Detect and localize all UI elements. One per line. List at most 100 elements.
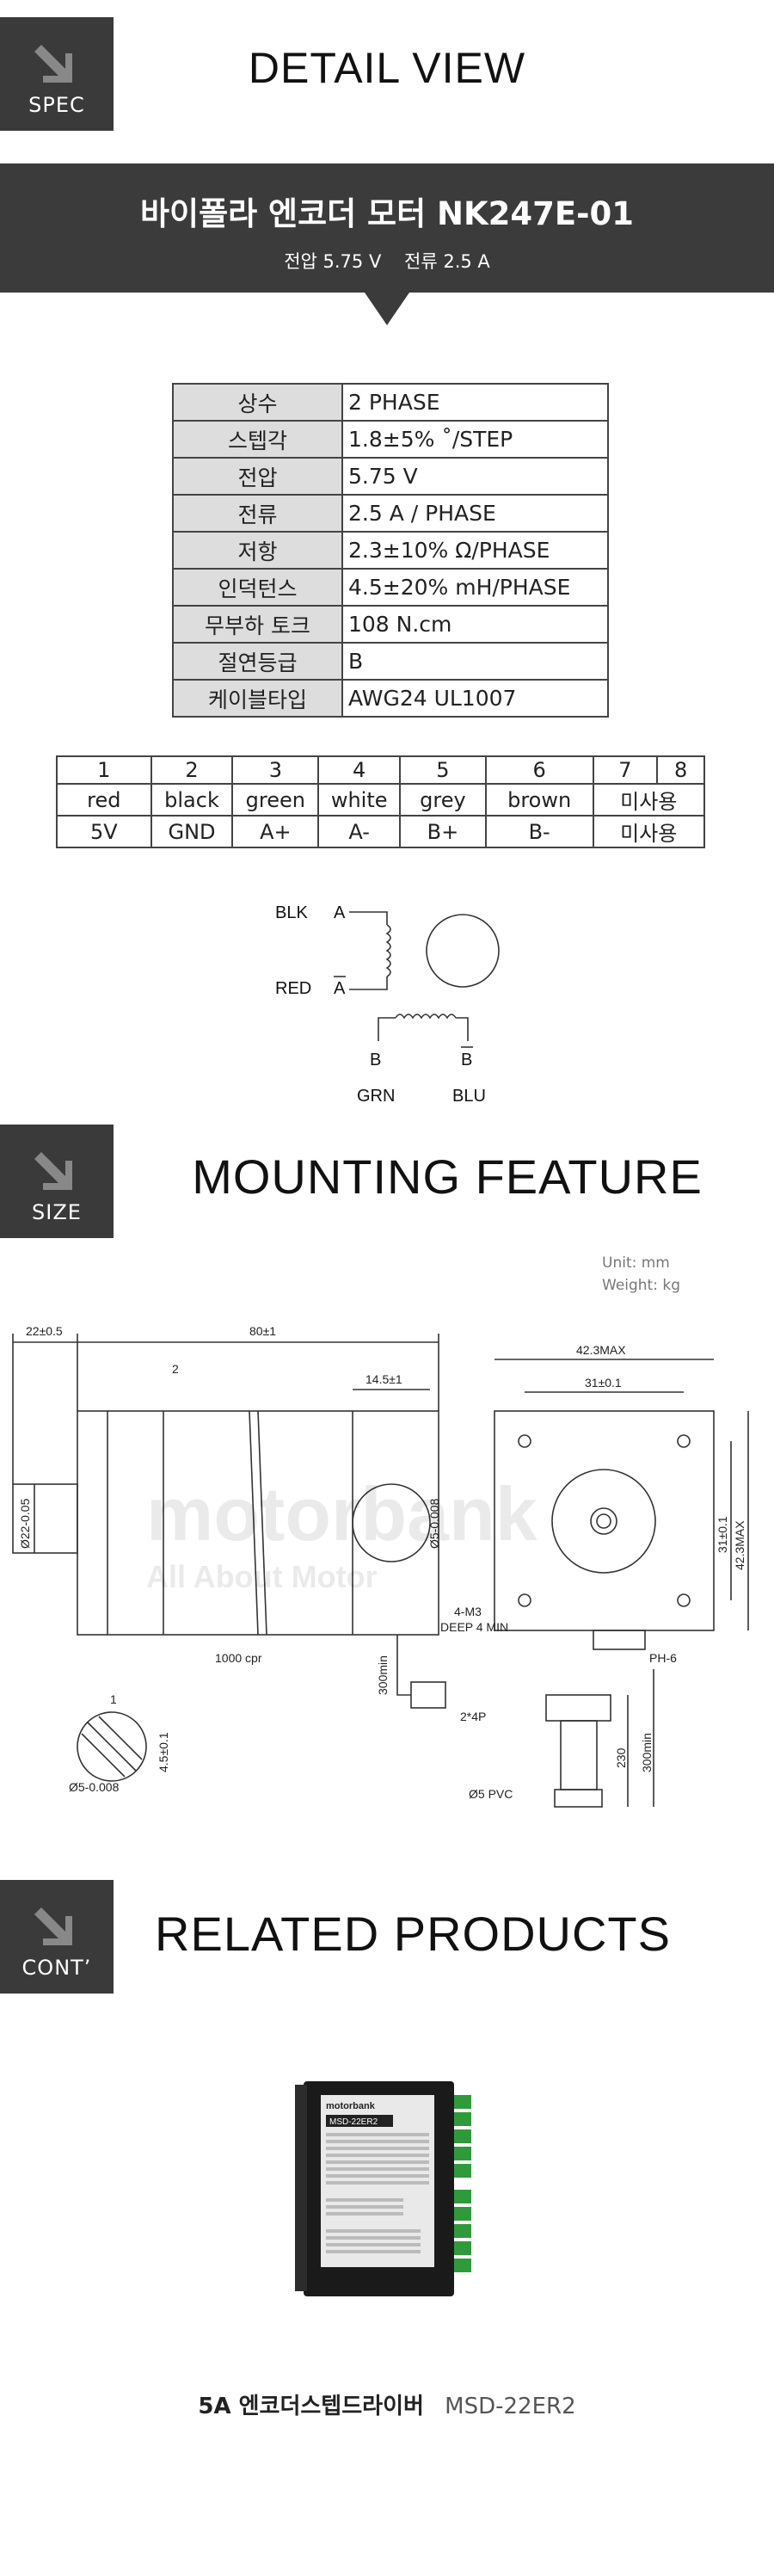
pin-color: red: [56, 783, 152, 817]
product-caption[interactable]: 5A 엔코더스텝드라이버 MSD-22ER2: [0, 2388, 774, 2420]
cable-connector-bottom: [554, 1789, 603, 1808]
cont-badge-label: CONT’: [22, 1956, 92, 1980]
dim-2: 2: [172, 1362, 179, 1376]
spec-key: 인덕턴스: [172, 568, 343, 607]
pin-color: black: [150, 783, 234, 817]
size-badge-label: SIZE: [32, 1200, 82, 1224]
wire-blk-label: BLK: [275, 903, 308, 922]
watermark-logo: motorbank: [146, 1471, 538, 1556]
pin-number: 2: [150, 755, 234, 785]
spec-key: 절연등급: [172, 642, 343, 681]
spec-badge-label: SPEC: [28, 93, 85, 117]
pin-unused: 미사용: [592, 783, 706, 817]
spec-key: 무부하 토크: [172, 605, 343, 644]
cable-connector-top: [545, 1694, 611, 1722]
encoder-cable: [396, 1635, 411, 1696]
pin-table: 1 2 3 4 5 6 7 8 red black green white gr…: [56, 755, 706, 848]
pin-number: 7: [592, 755, 659, 785]
wire-b-label: B: [370, 1051, 381, 1069]
label-deep-4-min: DEEP 4 MIN: [440, 1620, 508, 1634]
wiring-diagram: BLK A RED A B B GRN BLU: [275, 903, 500, 1106]
spec-value: 1.8±5% ˚/STEP: [341, 420, 609, 459]
pin-signal: 5V: [56, 815, 152, 848]
break-line: [249, 1410, 259, 1636]
banner-current: 전류 2.5 A: [404, 251, 490, 272]
product-model[interactable]: MSD-22ER2: [445, 2394, 576, 2419]
spec-key: 상수: [172, 383, 343, 422]
hatch: [98, 1716, 143, 1760]
dim-300min-2: 300min: [640, 1733, 654, 1772]
spec-value: AWG24 UL1007: [341, 679, 609, 718]
wire-abar-line: [349, 977, 388, 990]
dim-phi22: Ø22-0.05: [18, 1498, 32, 1549]
spec-value: 2.3±10% Ω/PHASE: [341, 531, 609, 570]
spec-value: B: [341, 642, 609, 681]
label-4-m3: 4-M3: [454, 1605, 482, 1618]
arrow-down-right-icon: [34, 1152, 72, 1190]
pin-color: brown: [484, 783, 594, 817]
dim-230: 230: [614, 1747, 628, 1768]
dim-80: 80±1: [249, 1324, 276, 1338]
spec-key: 전류: [172, 494, 343, 533]
hatch: [81, 1733, 126, 1778]
table-row: 1 2 3 4 5 6 7 8: [56, 755, 705, 785]
wire-red-label: RED: [275, 979, 311, 998]
encoder-disk: [352, 1483, 431, 1562]
spec-key: 전압: [172, 457, 343, 496]
product-name[interactable]: 5A 엔코더스텝드라이버: [198, 2394, 424, 2419]
wire-abar-label: A: [334, 979, 346, 998]
hatch: [87, 1722, 137, 1772]
driver-spec-grid: [326, 2133, 429, 2253]
weight-label: Weight: kg: [602, 1277, 680, 1294]
dim-31-v: 31±0.1: [716, 1516, 729, 1553]
wire-grn-label: GRN: [357, 1087, 395, 1106]
driver-model: MSD-22ER2: [329, 2117, 378, 2127]
label-phi5-pvc: Ø5 PVC: [469, 1787, 513, 1801]
cable-bundle: [560, 1720, 598, 1790]
spec-value: 108 N.cm: [341, 605, 609, 644]
pin-signal: A-: [317, 815, 402, 848]
wire-bbar-line: [456, 1017, 469, 1041]
pin-number: 6: [484, 755, 594, 785]
break-line: [257, 1410, 267, 1636]
pin-number: 1: [56, 755, 152, 785]
spec-badge: SPEC: [0, 17, 114, 131]
pin-number: 8: [656, 755, 705, 785]
front-boss: [551, 1469, 656, 1574]
spec-key: 저항: [172, 531, 343, 570]
wire-a-label: A: [334, 903, 346, 922]
mount-hole: [677, 1434, 691, 1448]
pin-number: 3: [231, 755, 320, 785]
encoder-connector: [410, 1681, 446, 1709]
dim-31: 31±0.1: [585, 1376, 622, 1390]
shaft-side: [12, 1483, 78, 1554]
driver-model-plate: [326, 2115, 393, 2127]
rotor-icon: [426, 914, 500, 988]
dim-phi5-section: Ø5-0.008: [69, 1780, 120, 1794]
watermark-tagline: All About Motor: [146, 1559, 378, 1594]
pin-color: green: [231, 783, 320, 817]
mounting-drawing: 22±0.5 80±1 2 14.5±1 Ø22-0.05 Ø5-0.008 4…: [12, 1324, 749, 1808]
spec-value: 5.75 V: [341, 457, 609, 496]
detail-view-title: DETAIL VIEW: [248, 44, 526, 92]
product-driver-image[interactable]: motorbank MSD-22ER2: [286, 2078, 486, 2302]
dim-phi5: Ø5-0.008: [427, 1498, 441, 1549]
mount-hole: [677, 1593, 691, 1607]
dim-4-5: 4.5±0.1: [157, 1732, 170, 1772]
front-shaft: [590, 1507, 617, 1535]
dim-42-3max-v: 42.3MAX: [733, 1520, 746, 1570]
ph6-connector: [593, 1630, 646, 1650]
label-1000-cpr: 1000 cpr: [215, 1651, 262, 1665]
arrow-down-right-icon: [34, 1907, 72, 1945]
banner-subtitle: 전압 5.75 V 전류 2.5 A: [0, 248, 774, 274]
size-badge: SIZE: [0, 1125, 114, 1238]
arrow-down-right-icon: [34, 45, 72, 83]
pin-signal: B+: [399, 815, 487, 848]
